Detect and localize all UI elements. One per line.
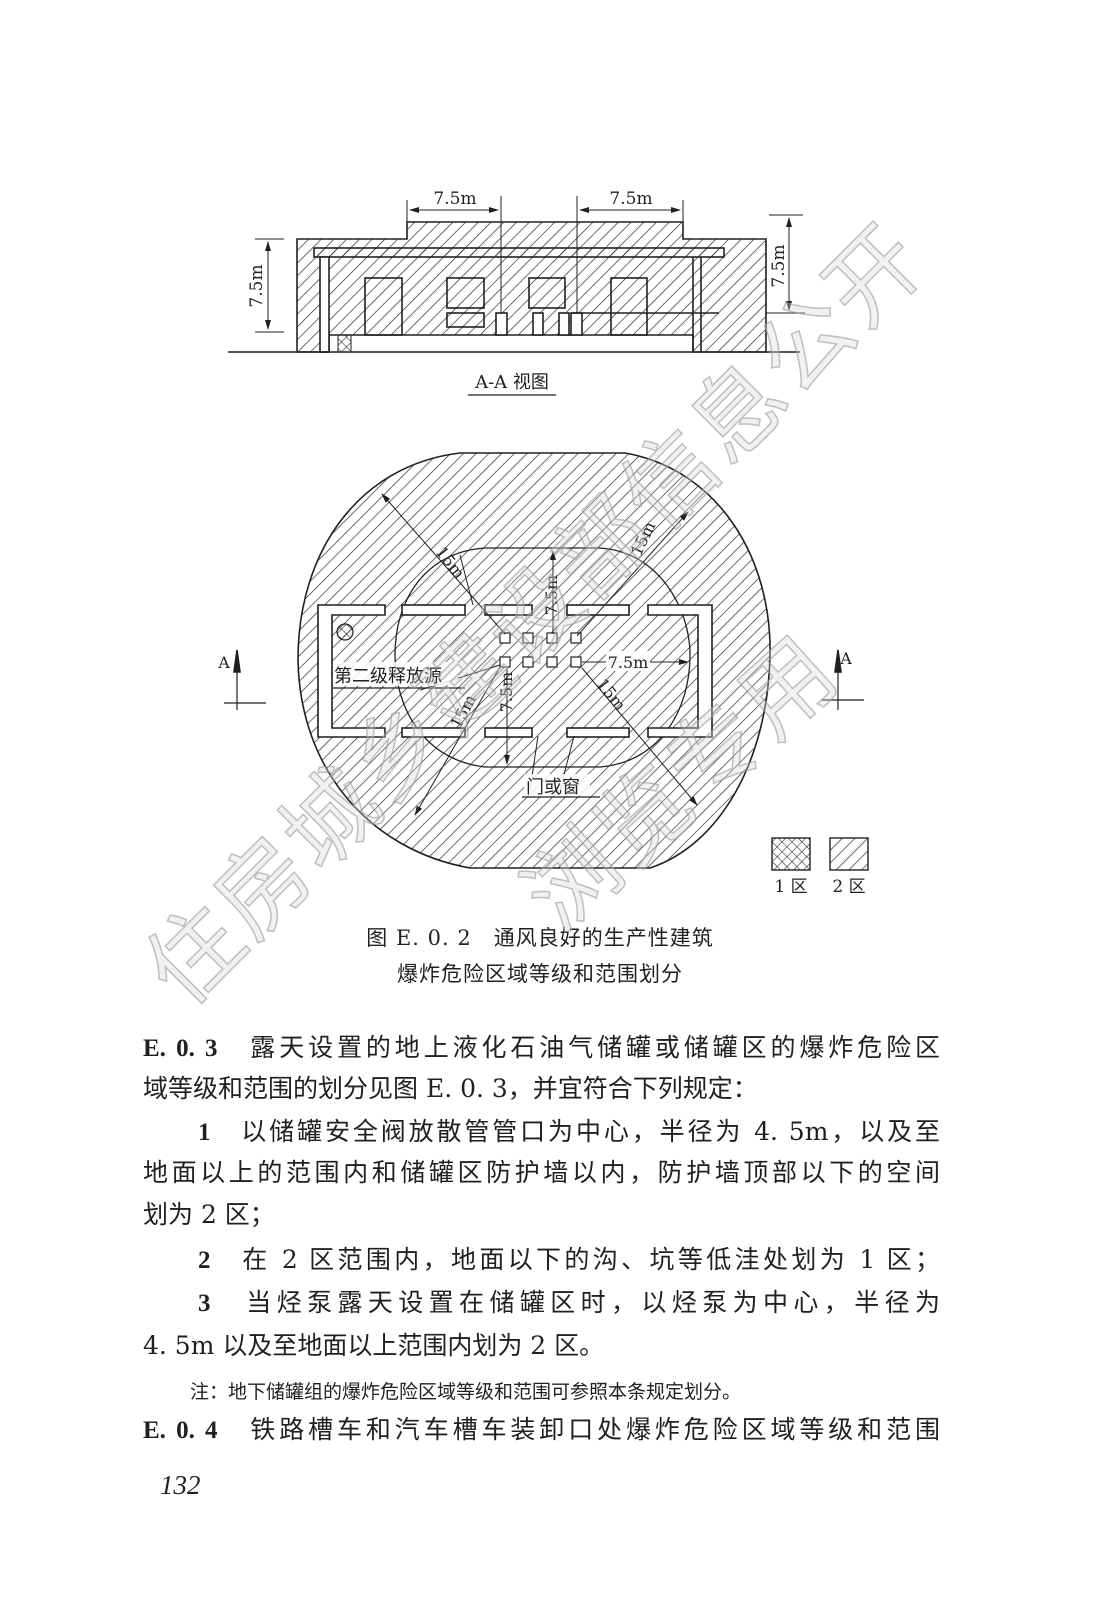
equipment <box>558 312 570 336</box>
item-2-line: 2 在 2 区范围内，地面以下的沟、坑等低洼处划为 1 区； <box>143 1245 940 1276</box>
dim-label: 7.5m <box>609 189 652 209</box>
page-number: 132 <box>160 1470 201 1500</box>
dim-label: 7.5m <box>608 653 649 672</box>
item-text: 当烃泵露天设置在储罐区时，以烃泵为中心，半径为 <box>246 1288 940 1317</box>
window-1 <box>446 277 485 309</box>
equipment <box>570 312 583 336</box>
item-1-line: 划为 2 区； <box>143 1200 275 1229</box>
figure-caption-line2: 爆炸危险区域等级和范围划分 <box>397 962 683 986</box>
clause-number: E. 0. 4 <box>143 1417 218 1444</box>
legend-zone2-label: 2 区 <box>832 877 865 897</box>
item-3-line: 3 当烃泵露天设置在储罐区时，以烃泵为中心，半径为 <box>143 1288 940 1319</box>
clause-text: 铁路槽车和汽车槽车装卸口处爆炸危险区域等级和范围 <box>250 1415 940 1444</box>
dim-label: 7.5m <box>247 264 267 307</box>
clause-e04-line: E. 0. 4 铁路槽车和汽车槽车装卸口处爆炸危险区域等级和范围 <box>143 1415 940 1446</box>
wall-right <box>647 604 713 738</box>
equipment <box>495 312 508 336</box>
legend-zone2-swatch <box>829 837 869 871</box>
window-2 <box>528 277 566 309</box>
clause-number: E. 0. 3 <box>143 1035 218 1062</box>
legend-zone1-label: 1 区 <box>774 877 807 897</box>
zone1-source-symbol <box>336 623 354 641</box>
wall-segment <box>566 604 630 616</box>
item-1-line: 1 以储罐安全阀放散管管口为中心，半径为 4. 5m，以及至 <box>143 1117 940 1148</box>
item-text: 以储罐安全阀放散管管口为中心，半径为 4. 5m，以及至 <box>241 1117 940 1146</box>
door-or-window-label: 门或窗 <box>526 777 580 798</box>
view-label: A-A 视图 <box>474 372 549 393</box>
figure-e02: 7.5m 7.5m 7.5m 7.5m A-A 视图 <box>217 189 869 897</box>
secondary-release-source-label: 第二级释放源 <box>334 666 442 687</box>
zone2-elevation-area <box>296 221 767 353</box>
wall-segment <box>484 727 533 738</box>
wall-segment <box>566 727 630 738</box>
item-number: 3 <box>198 1290 211 1317</box>
section-marker-label: A <box>217 653 230 672</box>
dim-label: 7.5m <box>497 672 516 713</box>
note: 注：地下储罐组的爆炸危险区域等级和范围可参照本条规定划分。 <box>190 1381 742 1403</box>
dim-label: 7.5m <box>542 575 561 616</box>
dim-label: 7.5m <box>769 244 789 287</box>
item-number: 1 <box>198 1119 211 1146</box>
zone2-outer-area <box>297 452 771 869</box>
item-3-line: 4. 5m 以及至地面以上范围内划为 2 区。 <box>143 1331 605 1360</box>
clause-e03-line: 域等级和范围的划分见图 E. 0. 3，并宜符合下列规定： <box>143 1074 758 1103</box>
clause-text: 露天设置的地上液化石油气储罐或储罐区的爆炸危险区 <box>250 1033 940 1062</box>
wall-segment <box>401 604 466 616</box>
plan-view <box>224 452 869 871</box>
elevation-view <box>228 196 805 396</box>
wall-segment <box>484 604 533 616</box>
item-number: 2 <box>198 1247 211 1274</box>
clause-e03-line: E. 0. 3 露天设置的地上液化石油气储罐或储罐区的爆炸危险区 <box>143 1033 940 1064</box>
left-column <box>319 256 330 353</box>
zone1-pit <box>337 334 352 353</box>
door-right <box>610 277 648 336</box>
section-marker-label: A <box>839 649 852 668</box>
legend-zone1-swatch <box>771 837 811 871</box>
item-text: 在 2 区范围内，地面以下的沟、坑等低洼处划为 1 区； <box>242 1245 940 1274</box>
release-sources <box>499 632 582 668</box>
wall-left <box>317 604 386 738</box>
dim-label: 7.5m <box>433 189 476 209</box>
figure-caption-line1: 图 E. 0. 2 通风良好的生产性建筑 <box>366 926 714 950</box>
roof-slab <box>313 247 725 258</box>
door-left <box>364 277 403 336</box>
equipment <box>532 312 544 336</box>
item-1-line: 地面以上的范围内和储罐区防护墙以内，防护墙顶部以下的空间 <box>143 1158 940 1187</box>
wall-segment <box>401 727 466 738</box>
